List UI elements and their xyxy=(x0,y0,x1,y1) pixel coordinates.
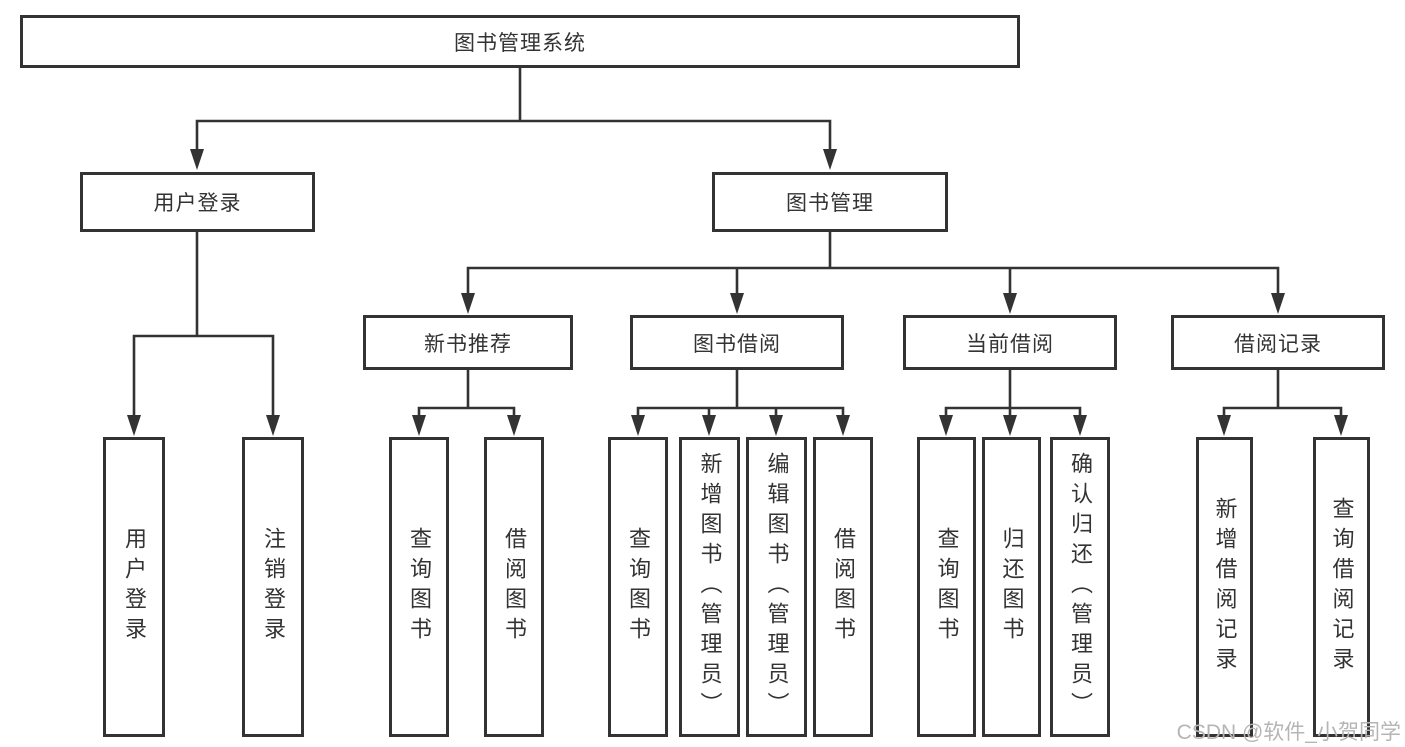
node-label: 借阅记录 xyxy=(1234,332,1322,356)
node-label: 查询借阅记录 xyxy=(1329,497,1355,677)
leaf-bb-edit-books-admin: 编辑图书（管理员） xyxy=(746,437,807,737)
leaf-br-query-record: 查询借阅记录 xyxy=(1313,437,1370,737)
leaf-nbr-query-books: 查询图书 xyxy=(389,437,449,737)
leaf-nbr-borrow-books: 借阅图书 xyxy=(484,437,544,737)
node-user-login-branch: 用户登录 xyxy=(80,172,315,232)
node-label: 图书借阅 xyxy=(693,332,781,356)
node-label: 新增图书（管理员） xyxy=(697,452,723,722)
leaf-cb-query-books: 查询图书 xyxy=(917,437,976,737)
node-label: 新书推荐 xyxy=(424,332,512,356)
node-label: 查询图书 xyxy=(407,527,432,647)
node-label: 确认归还（管理员） xyxy=(1068,452,1093,722)
node-label: 用户登录 xyxy=(122,527,147,647)
node-book-management-branch: 图书管理 xyxy=(712,172,948,232)
node-label: 借阅图书 xyxy=(831,527,856,647)
node-current-borrow: 当前借阅 xyxy=(903,315,1117,370)
node-new-book-recommend: 新书推荐 xyxy=(363,315,573,370)
leaf-bb-query-books: 查询图书 xyxy=(608,437,668,737)
leaf-user-login: 用户登录 xyxy=(103,437,165,737)
leaf-cb-return-books: 归还图书 xyxy=(982,437,1041,737)
node-root-system: 图书管理系统 xyxy=(20,15,1020,68)
node-label: 图书管理 xyxy=(786,192,874,215)
node-label: 查询图书 xyxy=(626,527,651,647)
leaf-bb-add-books-admin: 新增图书（管理员） xyxy=(679,437,740,737)
node-book-borrow: 图书借阅 xyxy=(630,315,844,370)
node-label: 编辑图书（管理员） xyxy=(764,452,790,722)
node-label: 借阅图书 xyxy=(502,527,527,647)
node-label: 新增借阅记录 xyxy=(1212,497,1238,677)
node-label: 查询图书 xyxy=(934,527,960,647)
leaf-logout: 注销登录 xyxy=(242,437,304,737)
leaf-bb-borrow-books: 借阅图书 xyxy=(813,437,873,737)
node-label: 当前借阅 xyxy=(966,332,1054,356)
node-label: 注销登录 xyxy=(261,527,286,647)
leaf-br-add-record: 新增借阅记录 xyxy=(1196,437,1253,737)
leaf-cb-confirm-return-admin: 确认归还（管理员） xyxy=(1050,437,1110,737)
csdn-watermark: CSDN @软件_小贺同学 xyxy=(1176,721,1401,744)
node-borrow-records: 借阅记录 xyxy=(1171,315,1385,370)
node-label: 归还图书 xyxy=(999,527,1025,647)
node-label: 图书管理系统 xyxy=(454,31,586,55)
node-label: 用户登录 xyxy=(153,192,242,215)
